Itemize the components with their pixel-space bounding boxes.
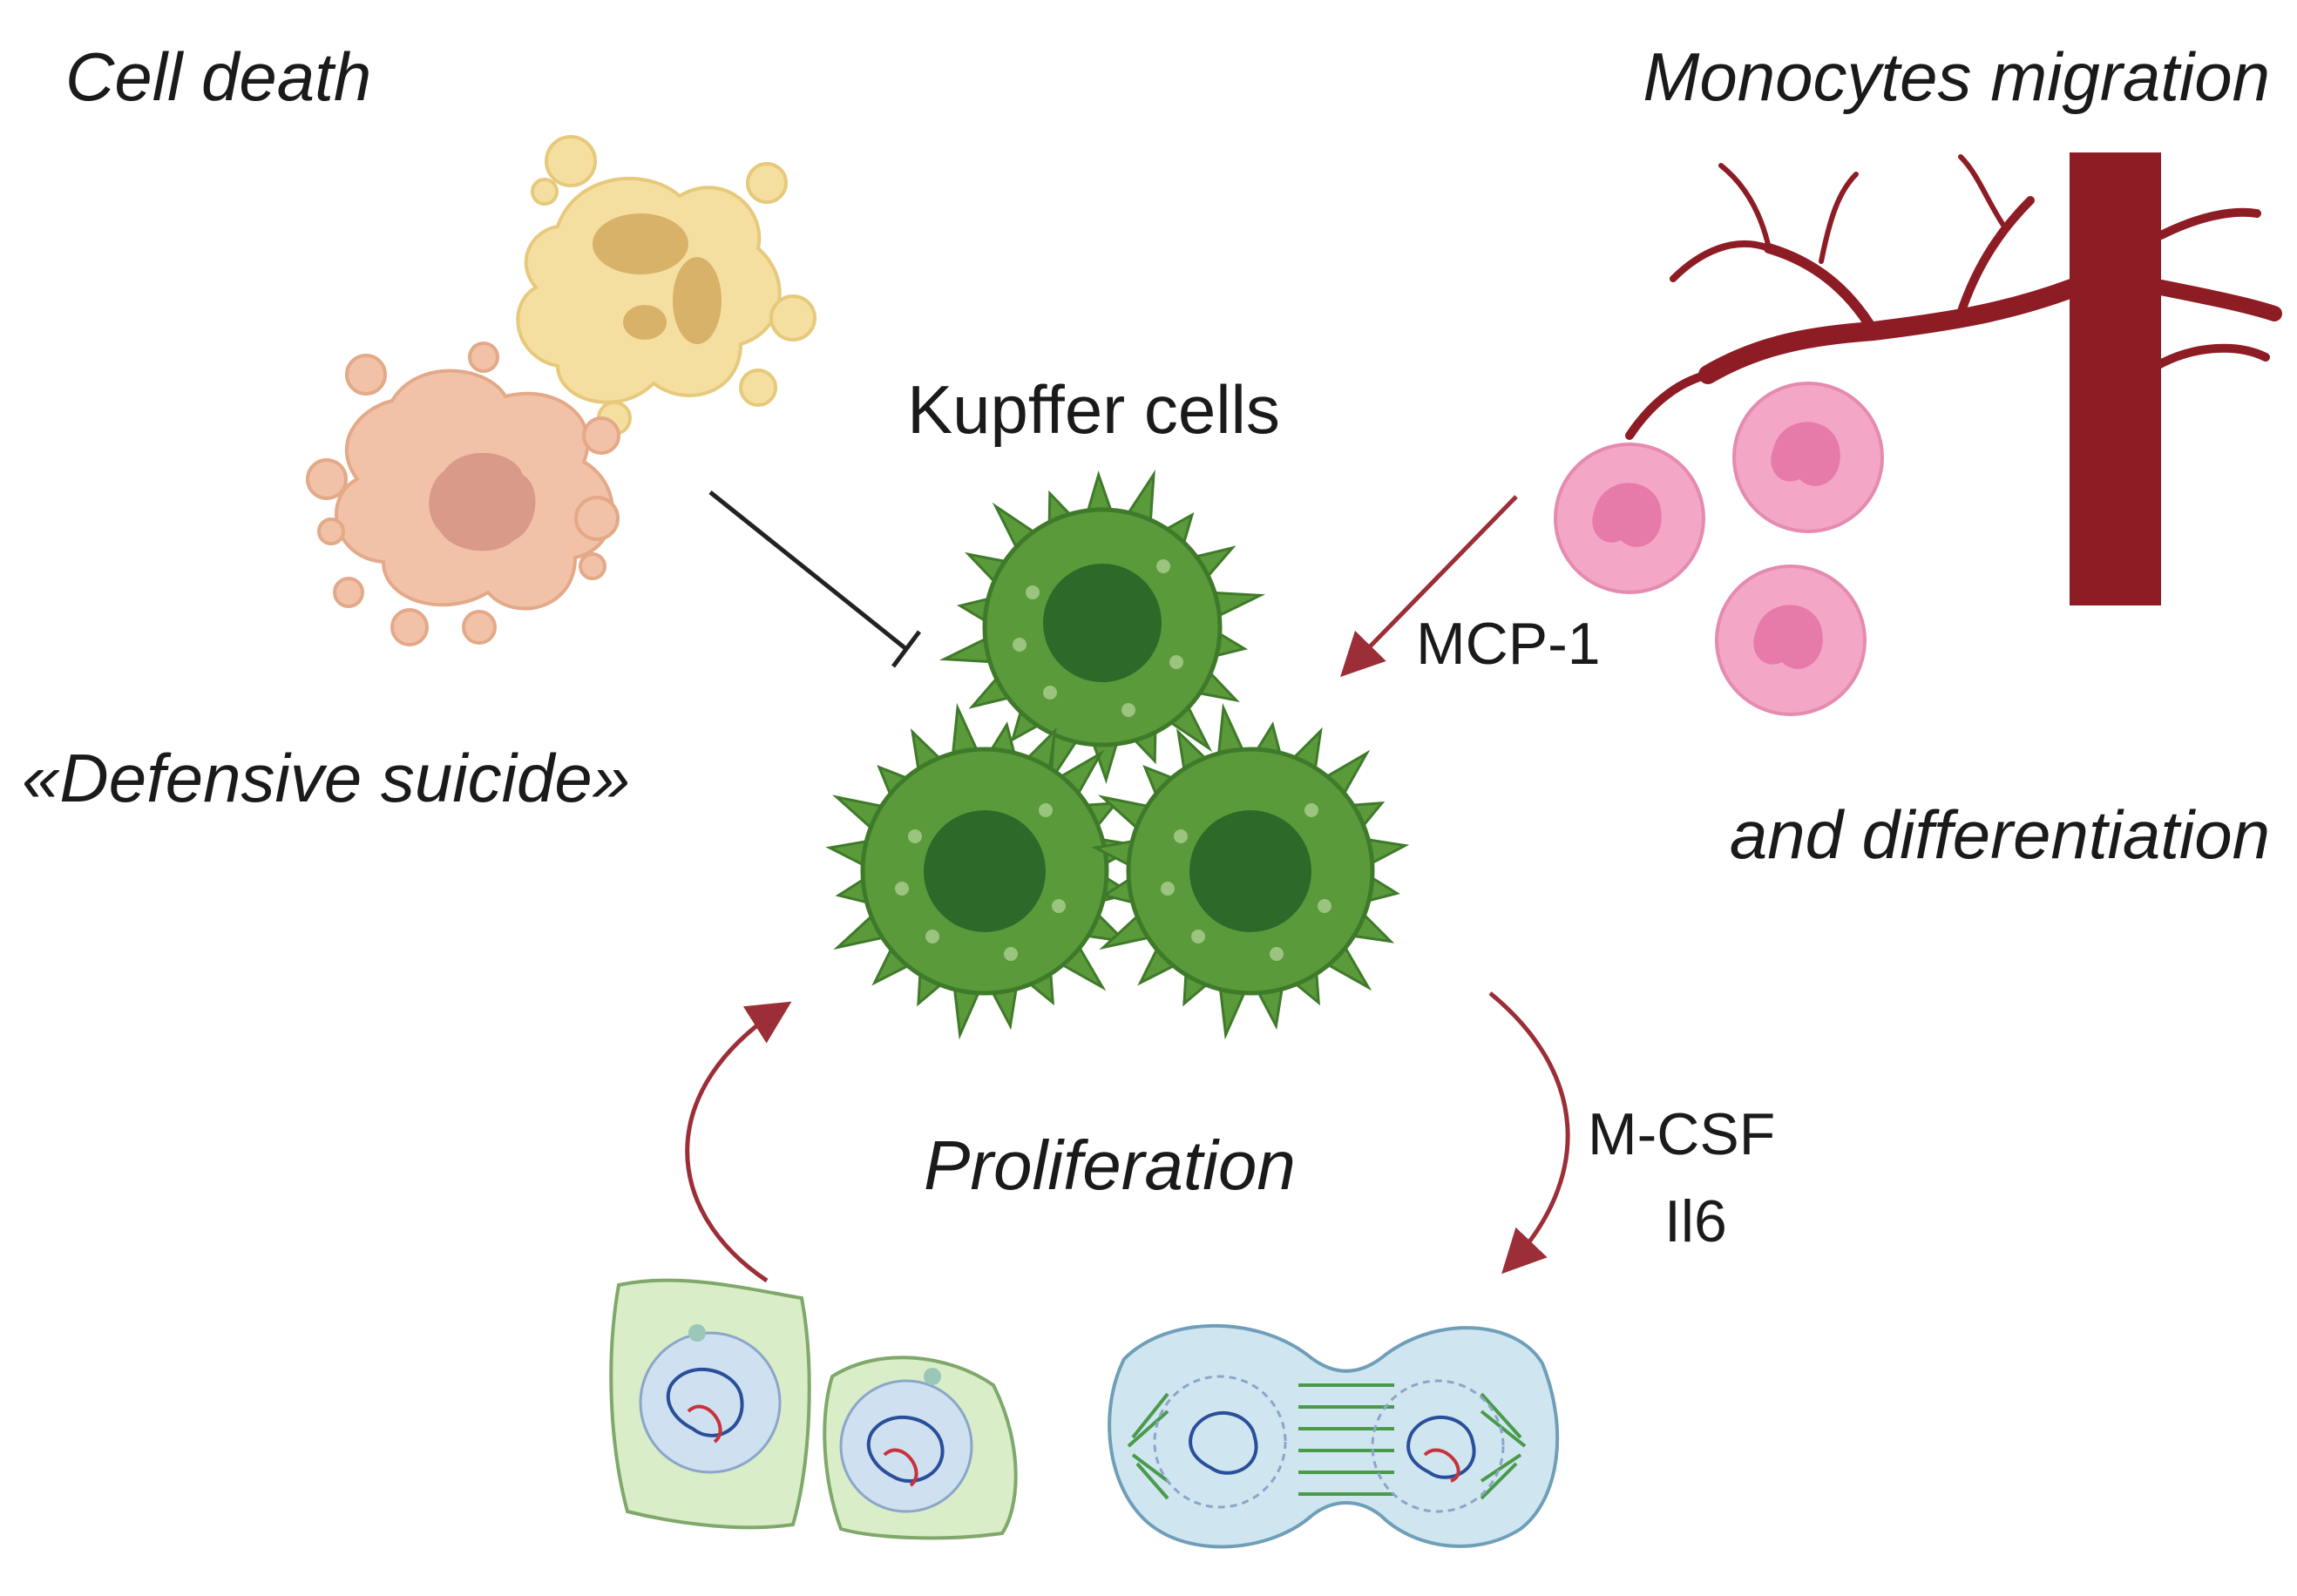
kupffer-granule bbox=[1161, 882, 1175, 896]
monocyte bbox=[1554, 443, 1705, 594]
kupffer-granule bbox=[1318, 899, 1331, 913]
cell-death-label: Cell death bbox=[65, 38, 371, 115]
and-differentiation-label: and differentiation bbox=[1730, 796, 2270, 873]
proliferation-arrow-right bbox=[1488, 991, 1570, 1275]
il6-label: Il6 bbox=[1664, 1188, 1727, 1254]
kupffer-granule bbox=[1039, 803, 1053, 817]
kupffer-granule bbox=[925, 930, 939, 943]
kupffer-granule bbox=[1174, 829, 1188, 843]
kupffer-cell bbox=[1091, 702, 1410, 1040]
kupffer-granule bbox=[1191, 930, 1205, 943]
monocyte bbox=[1732, 382, 1884, 533]
mitotic-cell-illustration bbox=[1108, 1323, 1560, 1549]
kupffer-cell bbox=[938, 470, 1266, 785]
kupffer-granule bbox=[1052, 899, 1066, 913]
kupffer-granule bbox=[1121, 703, 1135, 717]
kupffer-granule bbox=[908, 829, 922, 843]
monocytes-migration-label: Monocytes migration bbox=[1643, 38, 2270, 115]
kupffer-granule bbox=[1013, 638, 1027, 652]
kupffer-cells-label: Kupffer cells bbox=[907, 371, 1280, 448]
kupffer-granule bbox=[1304, 803, 1318, 817]
blood-vessel-illustration bbox=[1625, 152, 2282, 605]
kupffer-granule bbox=[1169, 655, 1183, 669]
proliferation-label: Proliferation bbox=[924, 1126, 1296, 1204]
yellow-dead-cell bbox=[516, 135, 816, 436]
kupffer-cells-illustration bbox=[825, 470, 1410, 1040]
kupffer-granule bbox=[1156, 559, 1170, 573]
dead-cells-illustration bbox=[306, 135, 816, 646]
mcp1-label: MCP-1 bbox=[1416, 611, 1601, 677]
defensive-suicide-label: «Defensive suicide» bbox=[22, 740, 630, 816]
kupffer-granule bbox=[1270, 947, 1284, 961]
kupffer-granule bbox=[1043, 686, 1057, 700]
kupffer-granule bbox=[1004, 947, 1018, 961]
kupffer-granule bbox=[1026, 585, 1040, 599]
monocytes-illustration bbox=[1554, 382, 1884, 716]
kupffer-granule bbox=[895, 882, 909, 896]
kupffer-cell bbox=[825, 702, 1144, 1040]
monocyte bbox=[1715, 565, 1867, 716]
mcp1-arrow bbox=[1340, 495, 1518, 678]
inhibition-connector bbox=[708, 490, 921, 668]
mcsf-label: M-CSF bbox=[1588, 1101, 1775, 1167]
proliferation-arrow-left bbox=[685, 1001, 792, 1283]
pink-dead-cell bbox=[306, 342, 620, 646]
daughter-cells-illustration bbox=[609, 1278, 1018, 1540]
